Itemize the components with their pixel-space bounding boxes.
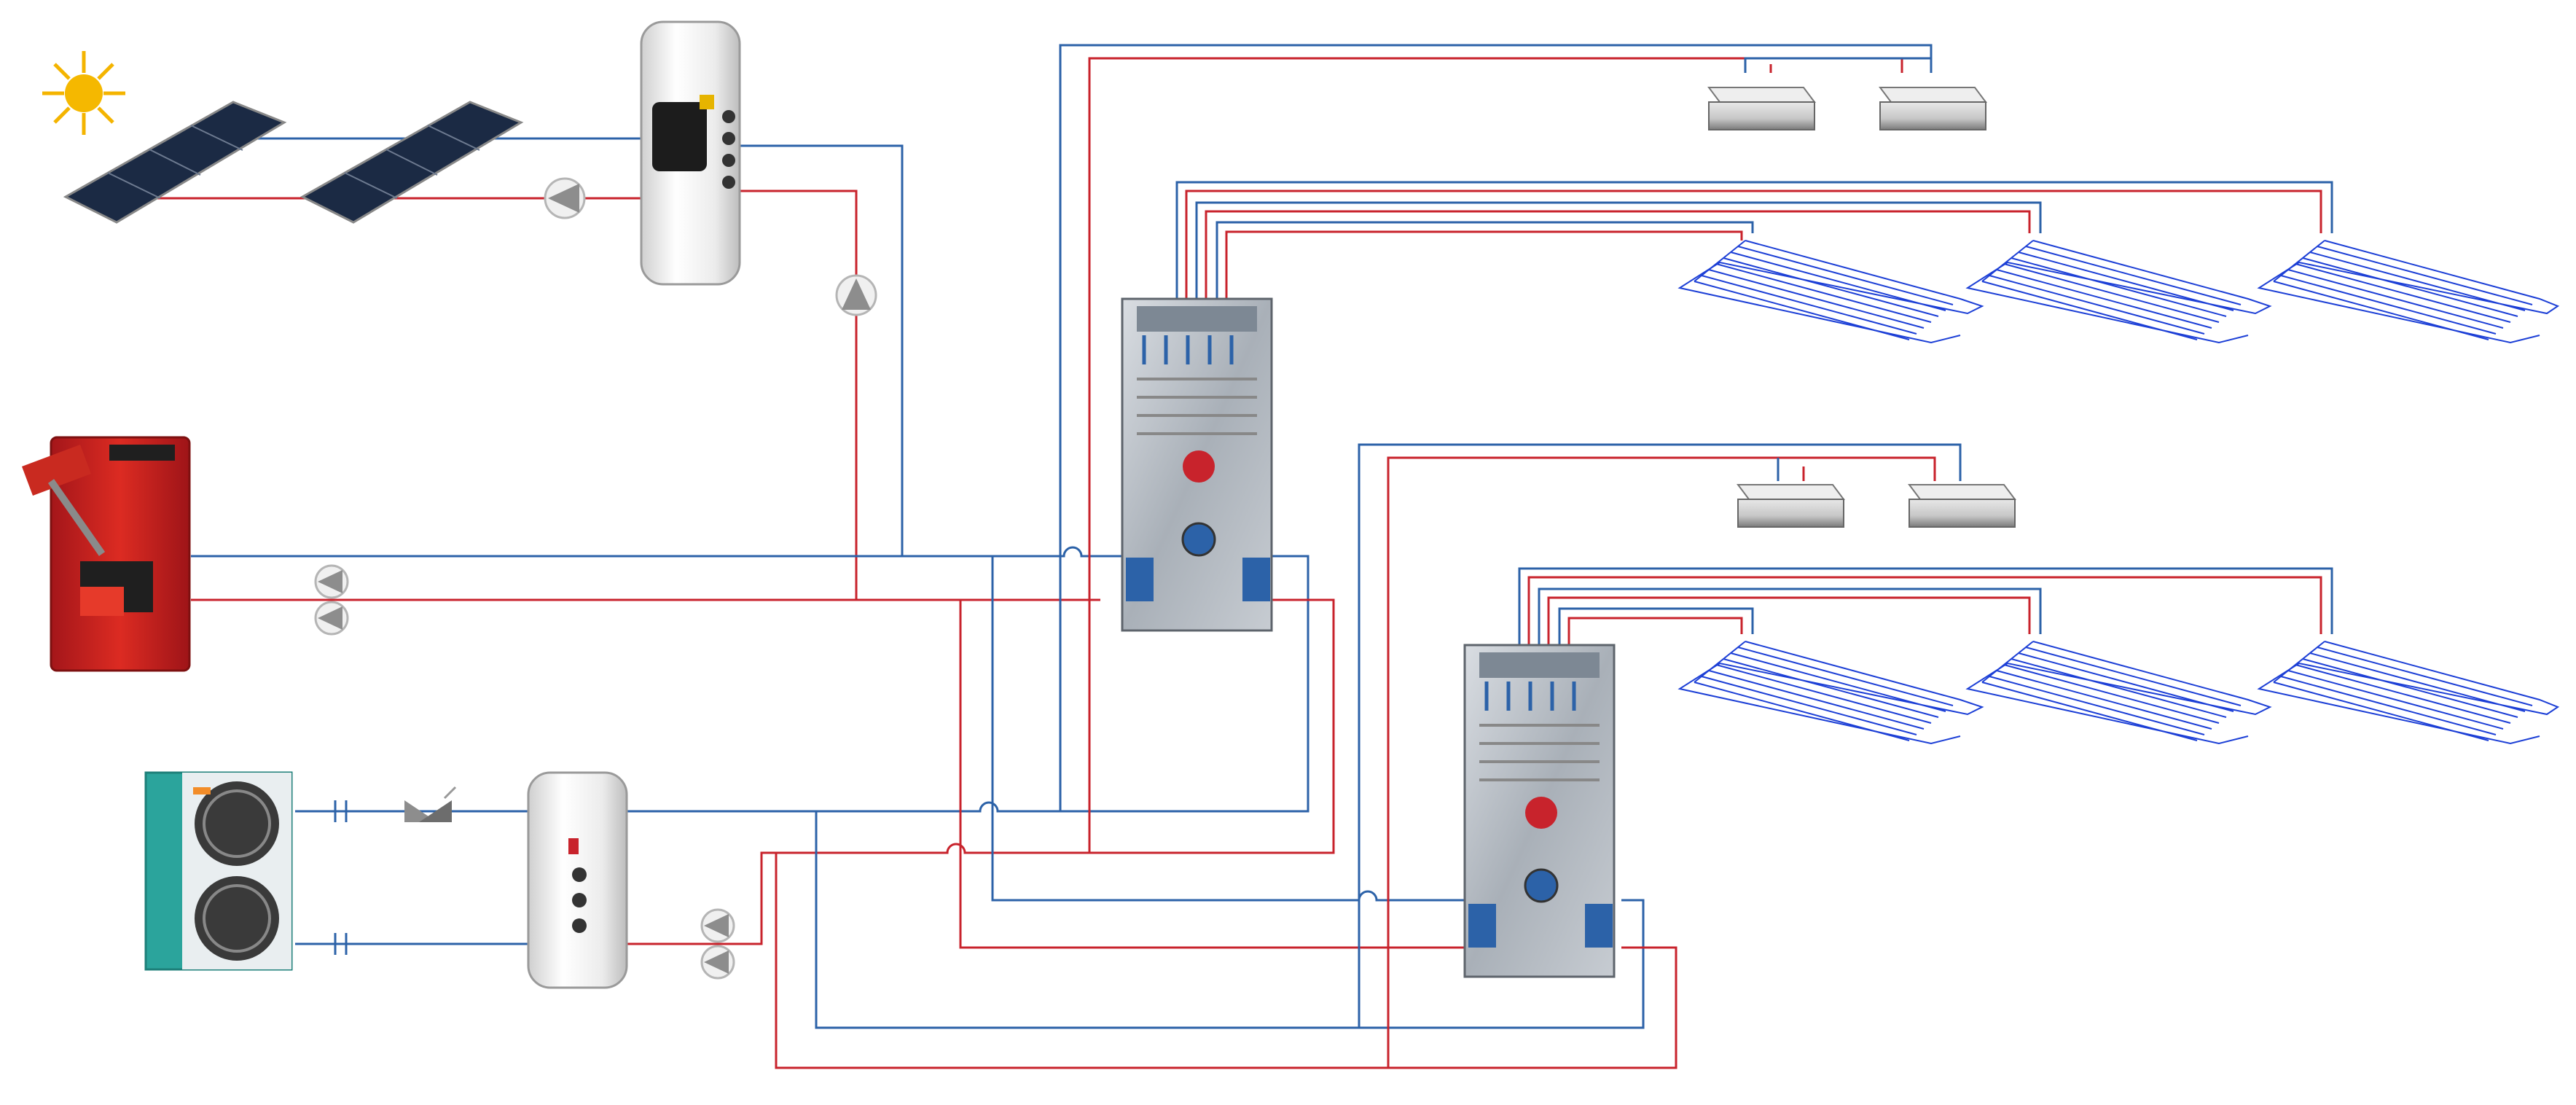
pipe-union-symbols bbox=[334, 800, 348, 955]
distribution-unit-2 bbox=[1463, 644, 1616, 978]
floor-loop-3 bbox=[2257, 240, 2560, 344]
pipe-network bbox=[80, 44, 2333, 1069]
solar-collector-2 bbox=[300, 101, 524, 224]
fan-coil-unit-2 bbox=[1879, 87, 1987, 130]
boiler-pump-upper-icon bbox=[314, 564, 349, 599]
floor1-hot-b bbox=[1205, 210, 2031, 306]
buffer-hot-out bbox=[623, 598, 1335, 945]
air-source-heat-pump bbox=[144, 771, 293, 971]
unit1-hot-feed bbox=[1088, 57, 1903, 853]
floor2-cold-b bbox=[1538, 587, 2042, 656]
buffer-pump-lower-icon bbox=[700, 945, 735, 980]
floor1-cold-a bbox=[1175, 181, 2333, 306]
floor1-hot-c bbox=[1225, 230, 1743, 306]
fan-coil-unit-1 bbox=[1707, 87, 1816, 130]
solar-collector-1 bbox=[63, 101, 287, 224]
floor-loop-4 bbox=[1677, 641, 1984, 745]
boiler-cold-bus bbox=[191, 546, 1122, 558]
tank-cold-riser bbox=[732, 144, 904, 556]
solar-storage-tank bbox=[640, 20, 741, 286]
pellet-boiler bbox=[22, 436, 191, 672]
floor2-hot-a bbox=[1527, 576, 2322, 656]
unit2-hot-feed bbox=[1387, 456, 1936, 1068]
unit2-hot-return bbox=[775, 853, 1677, 1069]
floor1-hot-a bbox=[1185, 190, 2322, 306]
buffer-pump-upper-icon bbox=[700, 908, 735, 943]
riser-pump-icon bbox=[835, 274, 877, 316]
floor1-cold-b bbox=[1195, 201, 2042, 306]
distribution-unit-1 bbox=[1121, 297, 1273, 632]
fancoil-top-cold bbox=[1744, 57, 1931, 73]
floor-loop-1 bbox=[1677, 240, 1984, 344]
tank-hot-riser bbox=[732, 190, 858, 600]
floor-loop-5 bbox=[1965, 641, 2272, 745]
unit2-cold-return bbox=[815, 811, 1645, 1029]
sun-icon bbox=[42, 51, 125, 135]
floor1-cold-c bbox=[1215, 221, 1754, 306]
unit2-cold-feed bbox=[1358, 443, 1962, 1028]
floor2-hot-c bbox=[1567, 617, 1743, 656]
boiler-pump-lower-icon bbox=[314, 601, 349, 636]
floor-loop-2 bbox=[1965, 240, 2272, 344]
floor-loop-6 bbox=[2257, 641, 2560, 745]
fan-coil-unit-4 bbox=[1908, 484, 2016, 528]
floor2-hot-b bbox=[1547, 596, 2031, 656]
fan-coil-unit-3 bbox=[1737, 484, 1845, 528]
floor2-cold-a bbox=[1518, 567, 2333, 656]
floor2-cold-c bbox=[1558, 607, 1754, 656]
buffer-tank bbox=[527, 771, 628, 989]
expansion-valve-icon bbox=[404, 786, 457, 822]
unit2-hot-link bbox=[959, 600, 1465, 949]
buffer-cold-out bbox=[623, 555, 1309, 813]
solar-pump-icon bbox=[544, 177, 586, 219]
